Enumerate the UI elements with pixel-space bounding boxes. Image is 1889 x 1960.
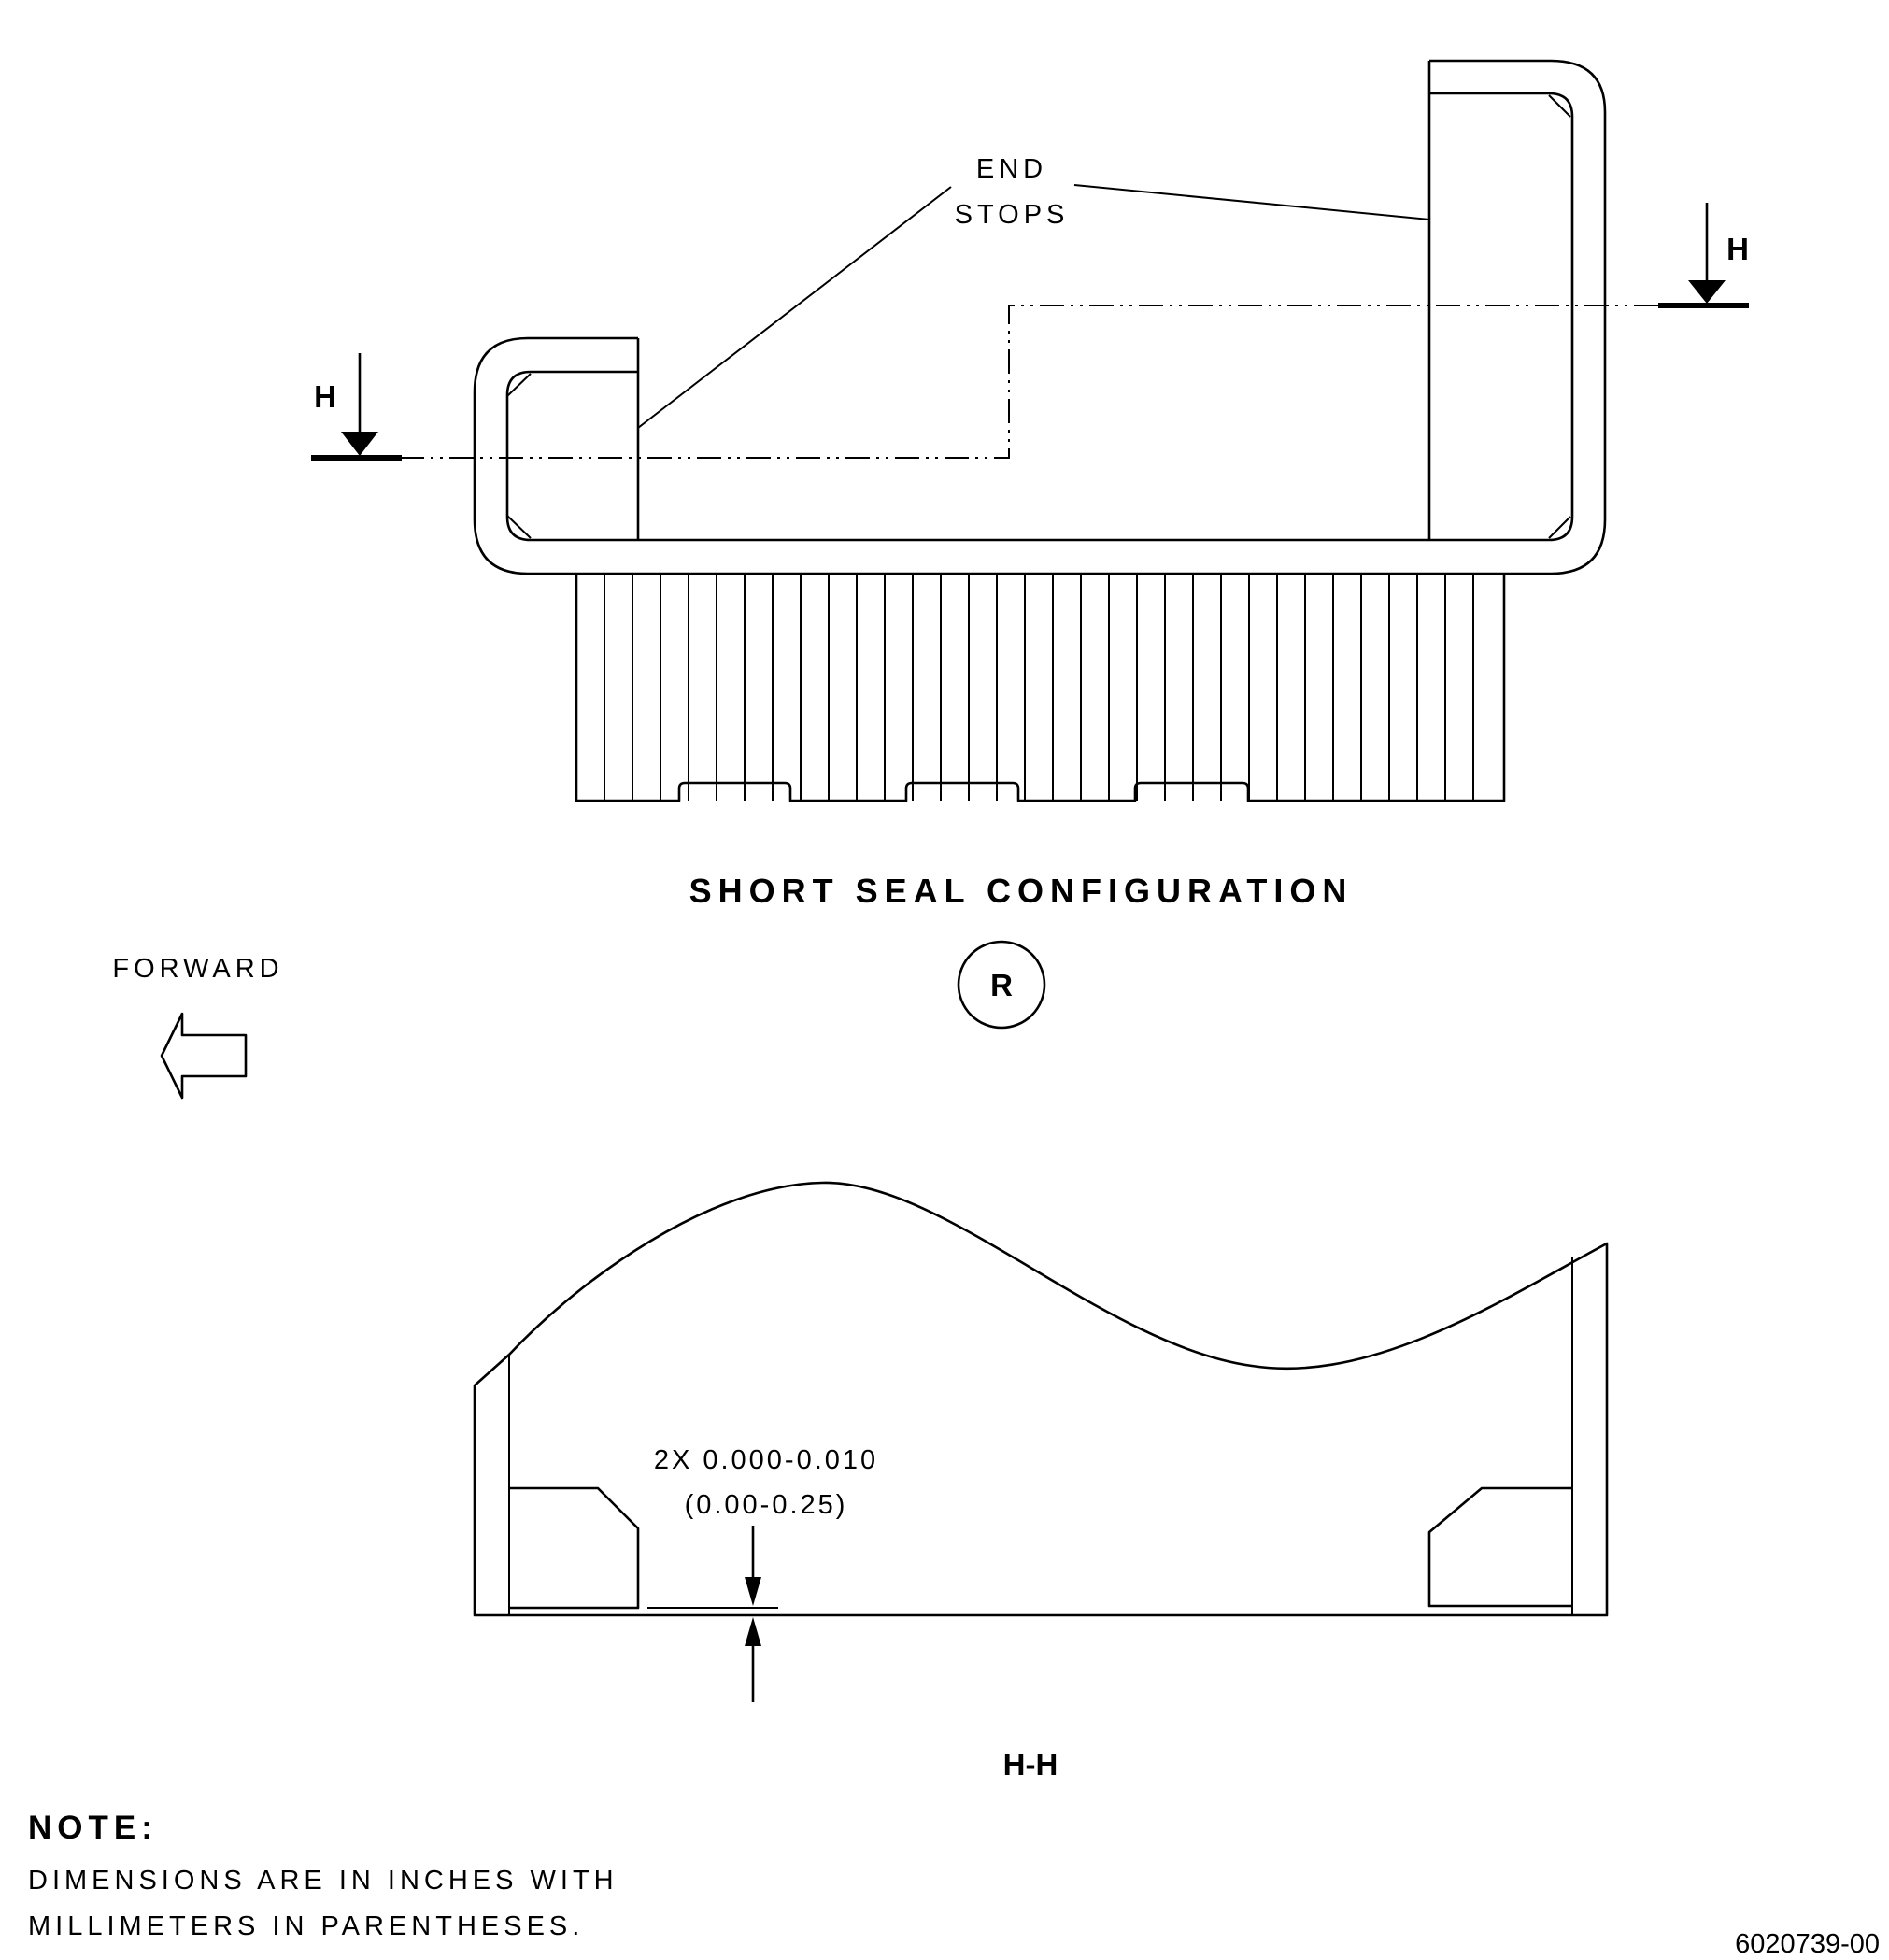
cut-marker-right-arrowhead <box>1688 280 1726 304</box>
forward-arrow-icon <box>160 1012 248 1100</box>
cut-marker-left-arrowhead <box>341 432 378 456</box>
detail-circle <box>957 940 1046 1030</box>
forward-direction-indicator: FORWARD <box>112 954 283 1100</box>
view-title: SHORT SEAL CONFIGURATION <box>689 872 1354 910</box>
cut-marker-left-label: H <box>314 379 336 414</box>
right-stop-chamfer-bottom <box>1548 516 1571 539</box>
notes-block: NOTE: DIMENSIONS ARE IN INCHES WITH MILL… <box>28 1810 618 1941</box>
right-stop-chamfer-top <box>1548 94 1571 118</box>
end-stops-label-line2: STOPS <box>955 200 1070 230</box>
left-stop-chamfer-bottom <box>506 515 532 539</box>
cut-marker-right-label: H <box>1726 232 1749 266</box>
short-seal-top-view: END STOPS H H SHORT SEAL CONFIGURATION R <box>311 59 1749 1030</box>
end-stops-leader-right <box>1073 184 1430 220</box>
seal-body <box>575 574 1506 802</box>
detail-letter: R <box>990 968 1013 1002</box>
figure-number: 6020739-00 <box>1735 1929 1880 1959</box>
dimension-inches: 2X 0.000-0.010 <box>654 1445 878 1475</box>
cutting-plane-line <box>400 305 1661 459</box>
dimension-arrowhead-down <box>745 1577 761 1606</box>
forward-label: FORWARD <box>112 954 283 984</box>
note-line-1: DIMENSIONS ARE IN INCHES WITH <box>28 1866 618 1896</box>
end-stops-label-line1: END <box>976 154 1047 184</box>
note-heading: NOTE: <box>28 1810 158 1846</box>
section-outline <box>473 1181 1609 1617</box>
section-left-stop <box>509 1486 640 1610</box>
section-title: H-H <box>1003 1747 1058 1782</box>
outer-frame <box>473 59 1607 575</box>
section-view-h-h: 2X 0.000-0.010 (0.00-0.25) H-H <box>473 1181 1609 1782</box>
dimension-millimeters: (0.00-0.25) <box>685 1490 848 1520</box>
seal-slats <box>604 574 1474 801</box>
note-line-2: MILLIMETERS IN PARENTHESES. <box>28 1911 584 1941</box>
inner-frame <box>505 92 1574 542</box>
section-right-stop <box>1427 1486 1572 1608</box>
dimension-arrowhead-up <box>745 1617 761 1646</box>
left-stop-chamfer-top <box>506 373 532 397</box>
end-stops-leader-left <box>637 186 952 429</box>
